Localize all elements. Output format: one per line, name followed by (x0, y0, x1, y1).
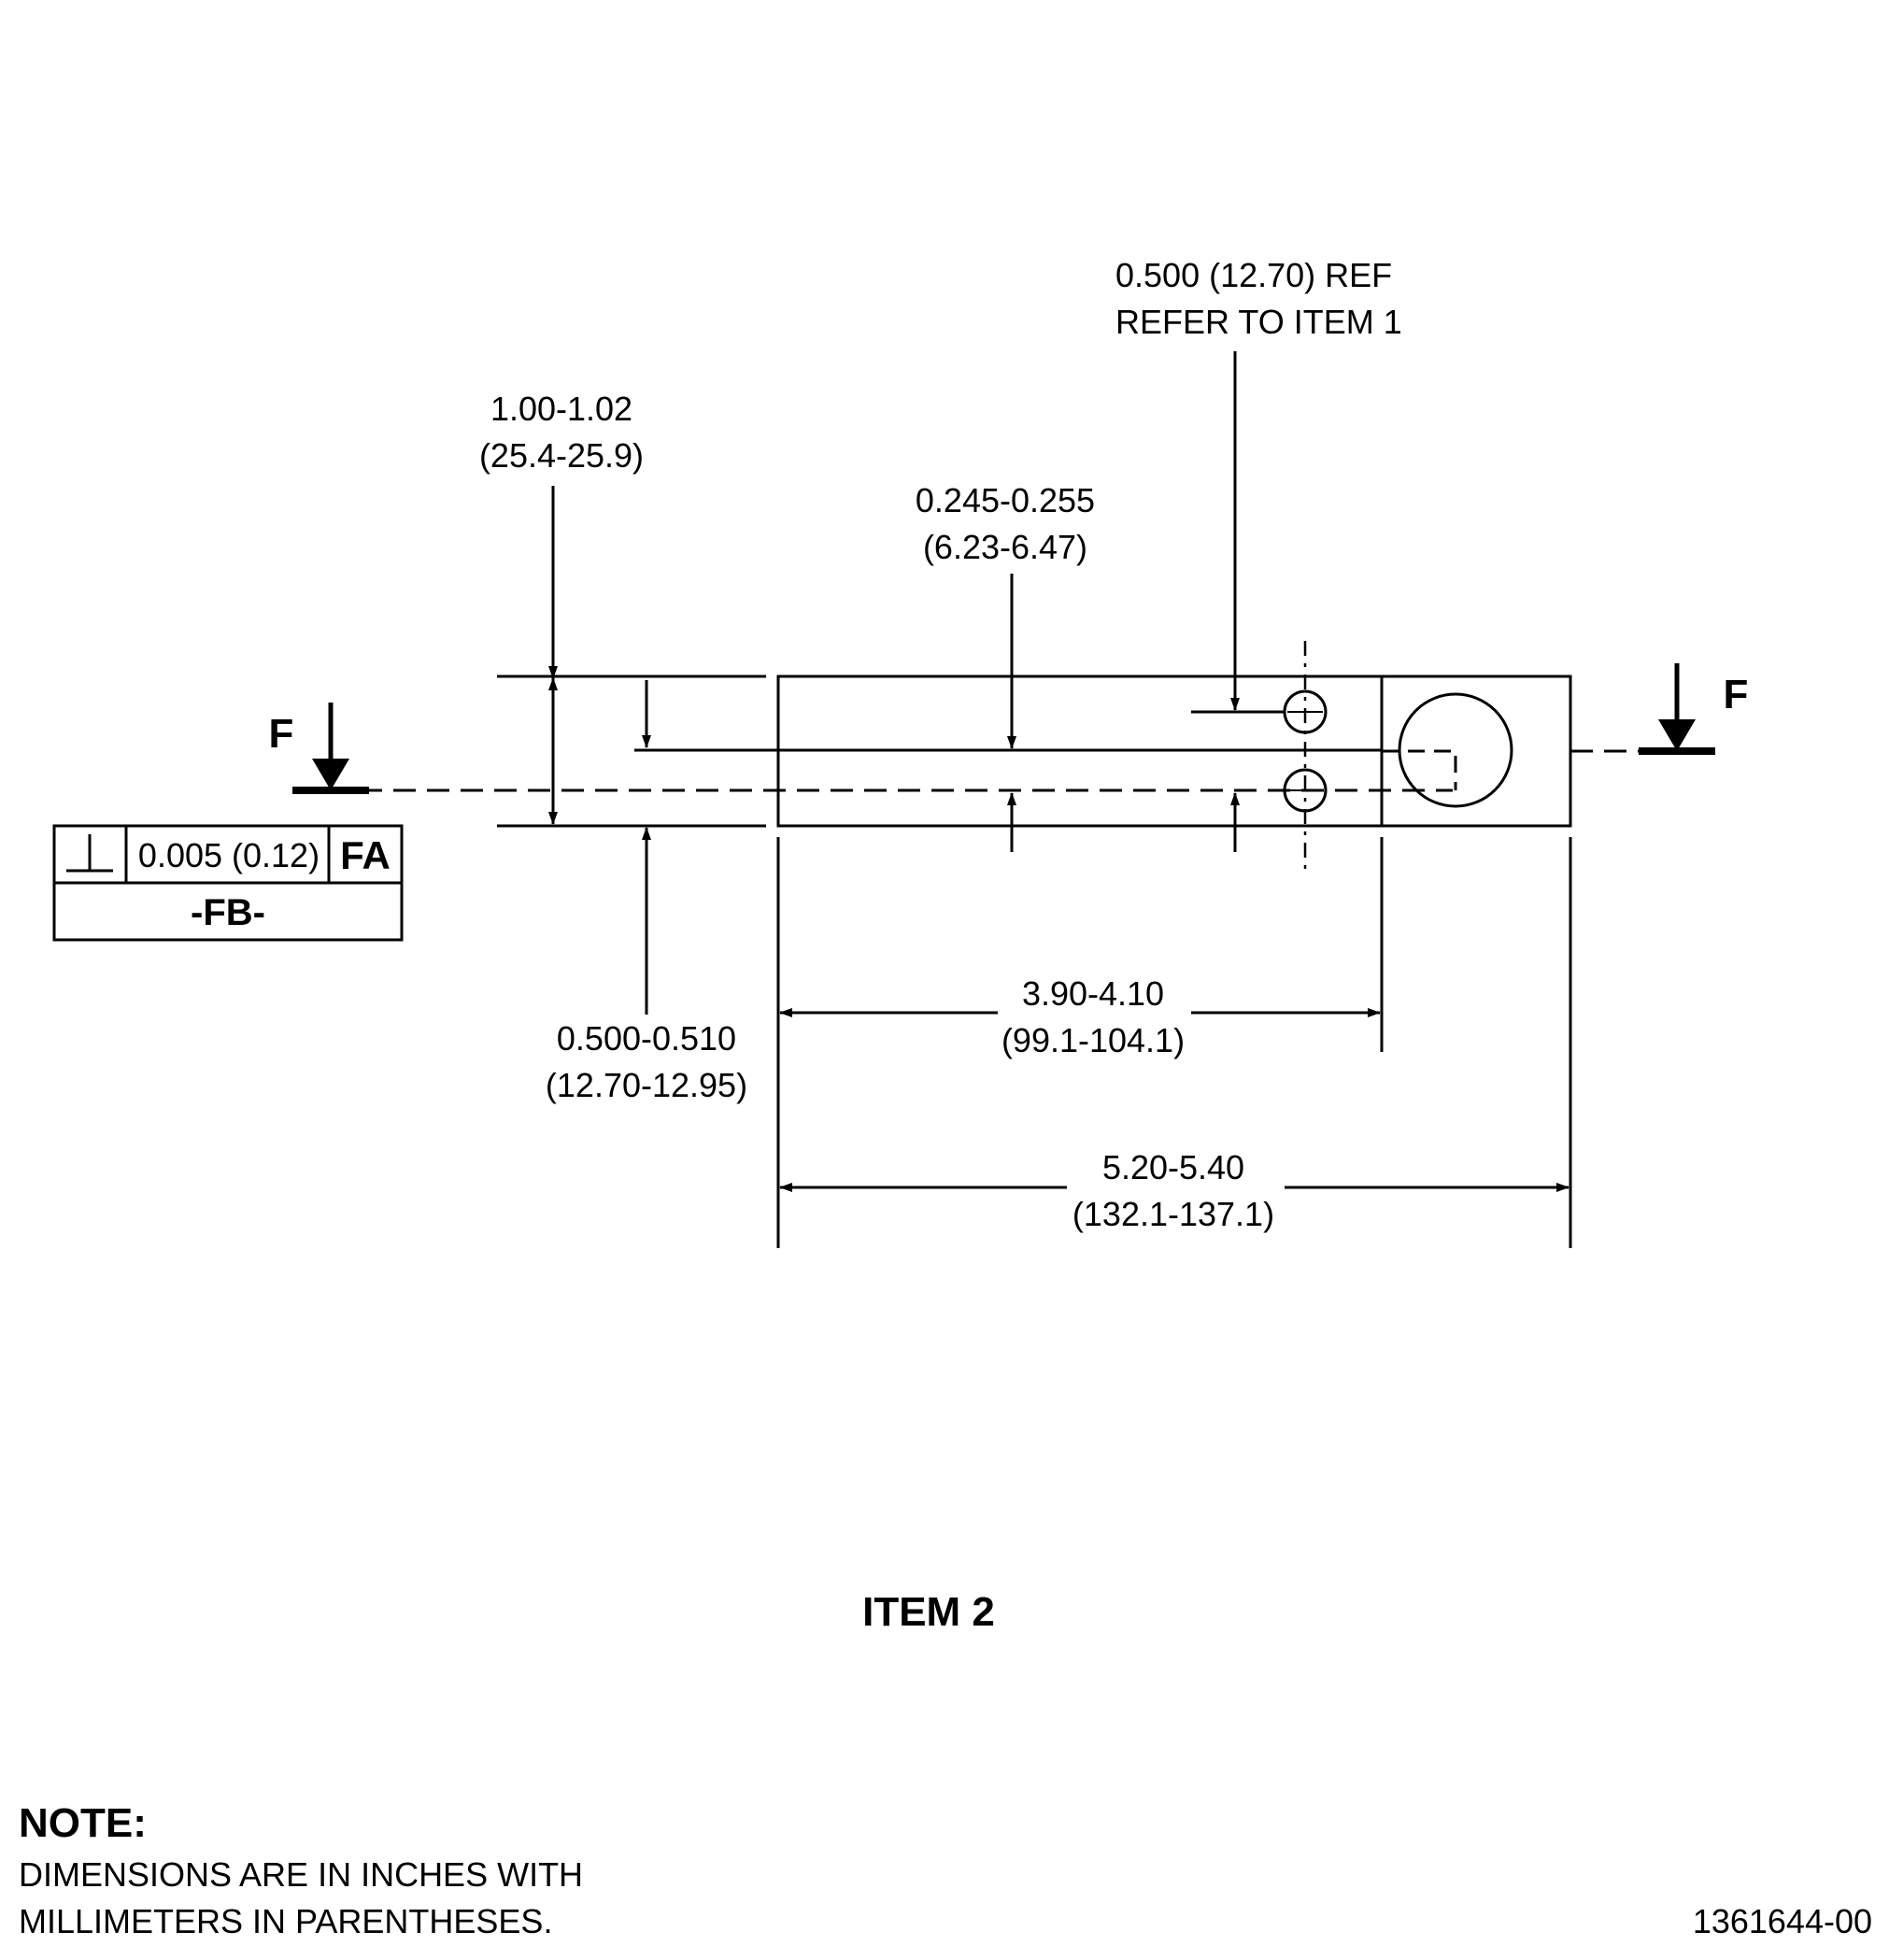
feature-control-frame (52, 824, 404, 942)
drawing-title: ITEM 2 (862, 1589, 995, 1635)
extension-lines (497, 675, 1572, 1248)
section-label-right: F (1724, 672, 1749, 717)
drawing-number: 1361644-00 (1693, 1902, 1872, 1940)
dim-slot-line2: (6.23-6.47) (923, 528, 1087, 566)
section-arrow-left (292, 703, 369, 794)
dimension-arrows (548, 351, 1569, 1192)
dim-hole-spacing-line1: 3.90-4.10 (1022, 974, 1164, 1013)
dim-overall-length-line1: 5.20-5.40 (1102, 1148, 1244, 1186)
large-hole (1398, 692, 1513, 808)
holes (1283, 641, 1513, 869)
section-label-left: F (269, 711, 294, 757)
section-arrow-right (1639, 663, 1715, 755)
dim-height-line1: 1.00-1.02 (490, 390, 632, 428)
note-line2: MILLIMETERS IN PARENTHESES. (19, 1902, 552, 1940)
fcf-datum-label: -FB- (191, 892, 265, 933)
dim-ref-hole-line1: 0.500 (12.70) REF (1115, 256, 1392, 294)
note-heading: NOTE: (19, 1800, 147, 1846)
dim-offset-line1: 0.500-0.510 (557, 1019, 736, 1058)
dim-height-line2: (25.4-25.9) (479, 436, 644, 475)
dim-ref-hole-line2: REFER TO ITEM 1 (1115, 303, 1402, 341)
dim-overall-length-line2: (132.1-137.1) (1072, 1195, 1274, 1233)
dim-slot-line1: 0.245-0.255 (916, 481, 1095, 519)
perpendicularity-icon (66, 834, 113, 873)
dim-offset-line2: (12.70-12.95) (546, 1066, 747, 1104)
dim-hole-spacing-line2: (99.1-104.1) (1001, 1021, 1185, 1059)
section-centerline (360, 749, 1642, 792)
note-line1: DIMENSIONS ARE IN INCHES WITH (19, 1855, 583, 1894)
fcf-datum: FA (340, 833, 391, 877)
fcf-tolerance: 0.005 (0.12) (138, 836, 320, 874)
